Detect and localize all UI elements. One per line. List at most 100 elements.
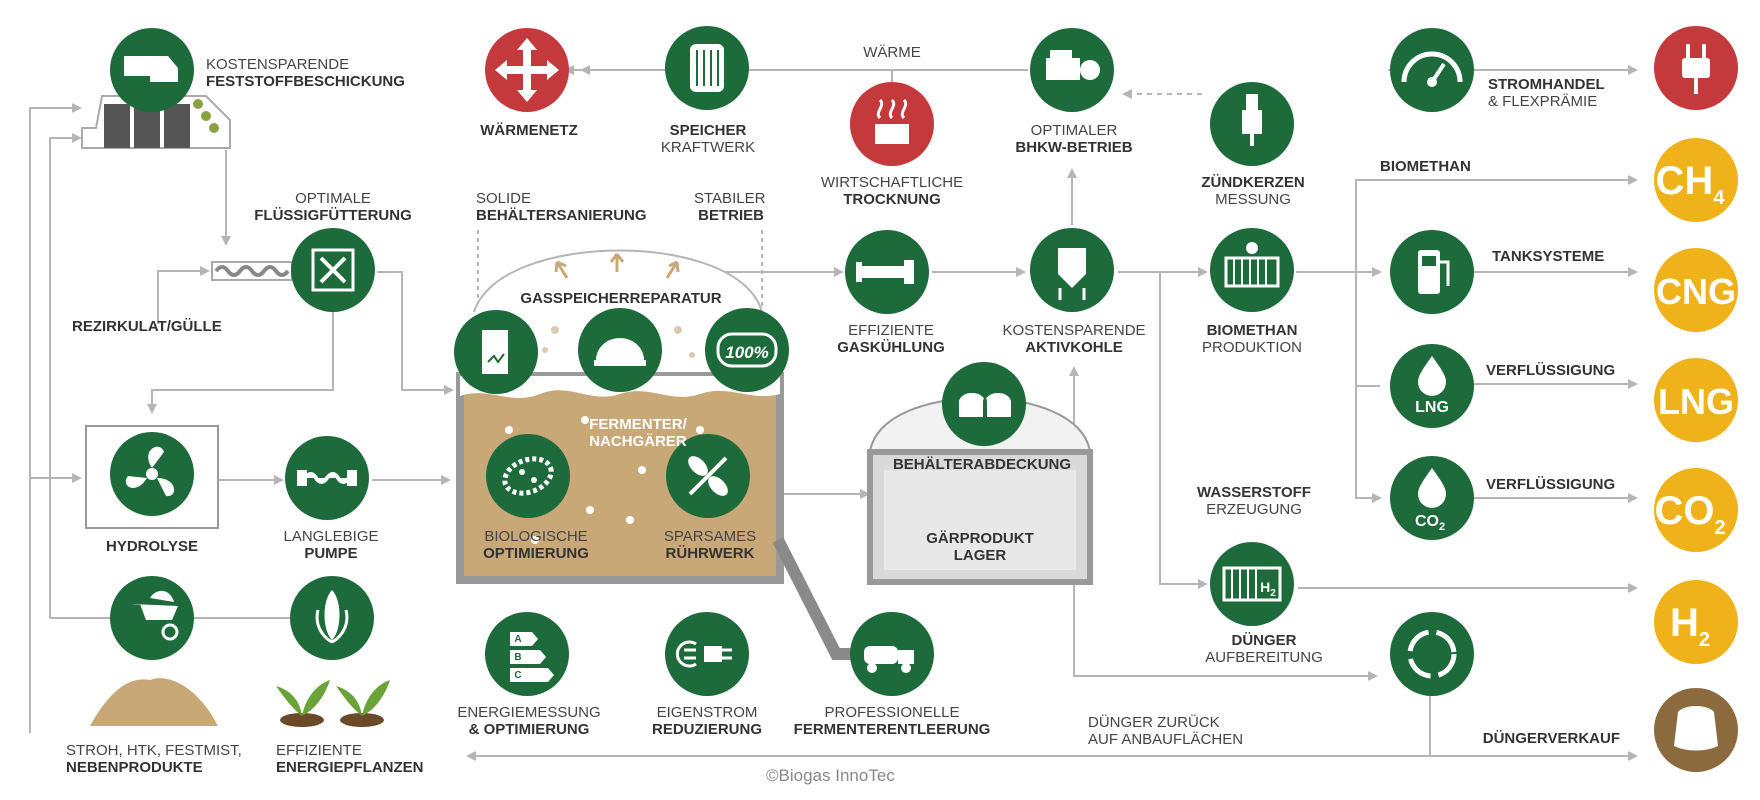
label-speicher: SPEICHER KRAFTWERK xyxy=(661,122,755,156)
abc-b: B xyxy=(514,652,521,663)
bhkw-bottom: BHKW-BETRIEB xyxy=(1015,139,1133,156)
recycle-icon xyxy=(1390,612,1474,696)
euro-plug-icon xyxy=(665,612,749,696)
bacteria-icon xyxy=(486,434,570,518)
label-fermenter: FERMENTER/ NACHGÄRER xyxy=(589,416,687,450)
flow-lines xyxy=(29,65,1638,761)
label-duenger: DÜNGER AUFBEREITUNG xyxy=(1205,632,1323,666)
fermenter-top: FERMENTER/ xyxy=(589,416,687,433)
label-gasspeicher: GASSPEICHERREPARATUR xyxy=(520,290,722,307)
label-rezirkulat: REZIRKULAT/GÜLLE xyxy=(72,318,222,335)
h2-product-icon xyxy=(1654,580,1738,664)
storage-tank-icon xyxy=(665,26,749,110)
lng-icon-text: LNG xyxy=(1415,399,1449,416)
gaskuehlung-bottom: GASKÜHLUNG xyxy=(837,339,945,356)
biologische-bottom: OPTIMIERUNG xyxy=(483,545,589,562)
icon-texts: 100% LNG CO2 H2 A B C xyxy=(514,343,1449,681)
ruehrwerk-bottom: RÜHRWERK xyxy=(665,545,755,562)
gas-bubbles xyxy=(505,326,708,544)
duenger-zurueck-top: DÜNGER ZURÜCK xyxy=(1088,714,1220,731)
speicher-bottom: KRAFTWERK xyxy=(660,139,756,156)
label-feststoff: KOSTENSPARENDE FESTSTOFFBESCHICKUNG xyxy=(206,56,405,90)
trocknung-bottom: TROCKNUNG xyxy=(843,191,941,208)
energiepflanzen-top: EFFIZIENTE xyxy=(276,742,362,759)
label-ruehrwerk: SPARSAMES RÜHRWERK xyxy=(664,528,756,562)
label-gaerprodukt: GÄRPRODUKT LAGER xyxy=(926,530,1034,564)
h2-icon-text: H2 xyxy=(1260,579,1276,599)
label-stroh: STROH, HTK, FESTMIST, NEBENPRODUKTE xyxy=(66,742,242,776)
gas-rise-arrows xyxy=(554,253,680,279)
spark-plug-icon xyxy=(1210,82,1294,166)
pumpe-bottom: PUMPE xyxy=(304,545,358,562)
label-verfluessigung-2: VERFLÜSSIGUNG xyxy=(1486,476,1616,493)
gas-dome xyxy=(473,249,763,313)
energy-rating-icon xyxy=(485,612,569,696)
label-biomethan: BIOMETHAN xyxy=(1380,158,1471,175)
wasserstoff-bottom: ERZEUGUNG xyxy=(1206,501,1302,518)
feststoff-top: KOSTENSPARENDE xyxy=(206,56,350,73)
tank-crack-icon xyxy=(454,310,538,394)
engine-icon xyxy=(1030,28,1114,112)
solide-bottom: BEHÄLTERSANIERUNG xyxy=(476,207,647,224)
stromhandel-top: STROMHANDEL xyxy=(1488,76,1605,93)
fermenterentleerung-bottom: FERMENTERENTLEERUNG xyxy=(793,721,991,738)
straw-pile xyxy=(90,678,218,726)
co2-text: CO2 xyxy=(1654,489,1725,539)
ch4-text: CH4 xyxy=(1656,159,1726,209)
fluessig-bottom: FLÜSSIGFÜTTERUNG xyxy=(254,207,412,224)
heat-network-icon xyxy=(485,28,569,112)
duenger-zurueck-bottom: AUF ANBAUFLÄCHEN xyxy=(1088,731,1244,748)
fuel-pump-icon xyxy=(1390,230,1474,314)
label-stabiler: STABILER BETRIEB xyxy=(694,190,766,224)
co2-drop-icon xyxy=(1390,456,1474,540)
solid-feed-icon xyxy=(110,28,194,112)
label-duengerverkauf: DÜNGERVERKAUF xyxy=(1482,730,1620,747)
aktivkohle-top: KOSTENSPARENDE xyxy=(1002,322,1146,339)
copyright: ©Biogas InnoTec xyxy=(766,766,895,785)
methane-product-icon xyxy=(1654,138,1738,222)
label-eigenstrom: EIGENSTROM REDUZIERUNG xyxy=(652,704,762,738)
mixer-screw xyxy=(211,261,293,281)
electrolyzer-icon xyxy=(1210,542,1294,626)
biologische-top: BIOLOGISCHE xyxy=(484,528,588,545)
seedlings xyxy=(276,680,390,727)
gauge-icon xyxy=(1390,28,1474,112)
co2-icon-text: CO2 xyxy=(1415,513,1445,533)
trocknung-top: WIRTSCHAFTLICHE xyxy=(820,174,964,191)
co2-product-icon xyxy=(1654,468,1738,552)
corn-icon xyxy=(290,576,374,660)
label-bhkw: OPTIMALER BHKW-BETRIEB xyxy=(1015,122,1132,156)
activated-carbon-filter-icon xyxy=(1030,228,1114,312)
label-hydrolyse: HYDROLYSE xyxy=(106,538,198,555)
cng-product-icon xyxy=(1654,248,1738,332)
energiemessung-top: ENERGIEMESSUNG xyxy=(457,704,601,721)
gaerprodukt-top: GÄRPRODUKT xyxy=(926,530,1034,547)
zuendkerzen-bottom: MESSUNG xyxy=(1215,191,1291,208)
bhkw-top: OPTIMALER xyxy=(1030,122,1118,139)
stroh-top: STROH, HTK, FESTMIST, xyxy=(66,742,242,759)
label-energiemessung: ENERGIEMESSUNG & OPTIMIERUNG xyxy=(457,704,600,738)
lng-drop-icon xyxy=(1390,344,1474,428)
label-pumpe: LANGLEBIGE PUMPE xyxy=(283,528,378,562)
label-wasserstoff: WASSERSTOFF ERZEUGUNG xyxy=(1197,484,1311,518)
ruehrwerk-top: SPARSAMES xyxy=(663,528,757,545)
stabiler-top: STABILER xyxy=(694,190,766,207)
fermenterentleerung-top: PROFESSIONELLE xyxy=(824,704,960,721)
abc-c: C xyxy=(514,670,521,681)
stroh-bottom: NEBENPRODUKTE xyxy=(66,759,203,776)
label-tanksysteme: TANKSYSTEME xyxy=(1492,248,1605,265)
label-waermenetz: WÄRMENETZ xyxy=(480,122,578,139)
tanker-truck-icon xyxy=(850,612,934,696)
agitator-icon xyxy=(666,434,750,518)
percent-badge-icon xyxy=(705,308,789,392)
label-stromhandel: STROMHANDEL & FLEXPRÄMIE xyxy=(1488,76,1605,110)
fermenter-bottom: NACHGÄRER xyxy=(589,433,687,450)
label-waerme: WÄRME xyxy=(863,44,921,61)
label-behaelterabdeckung: BEHÄLTERABDECKUNG xyxy=(892,456,1072,473)
pump-icon xyxy=(285,436,369,520)
label-biomethan-prod: BIOMETHAN PRODUKTION xyxy=(1202,322,1302,356)
label-fermenterentleerung: PROFESSIONELLE FERMENTERENTLEERUNG xyxy=(794,704,991,738)
wheelbarrow-icon xyxy=(110,576,194,660)
feststoff-bottom: FESTSTOFFBESCHICKUNG xyxy=(206,73,405,90)
